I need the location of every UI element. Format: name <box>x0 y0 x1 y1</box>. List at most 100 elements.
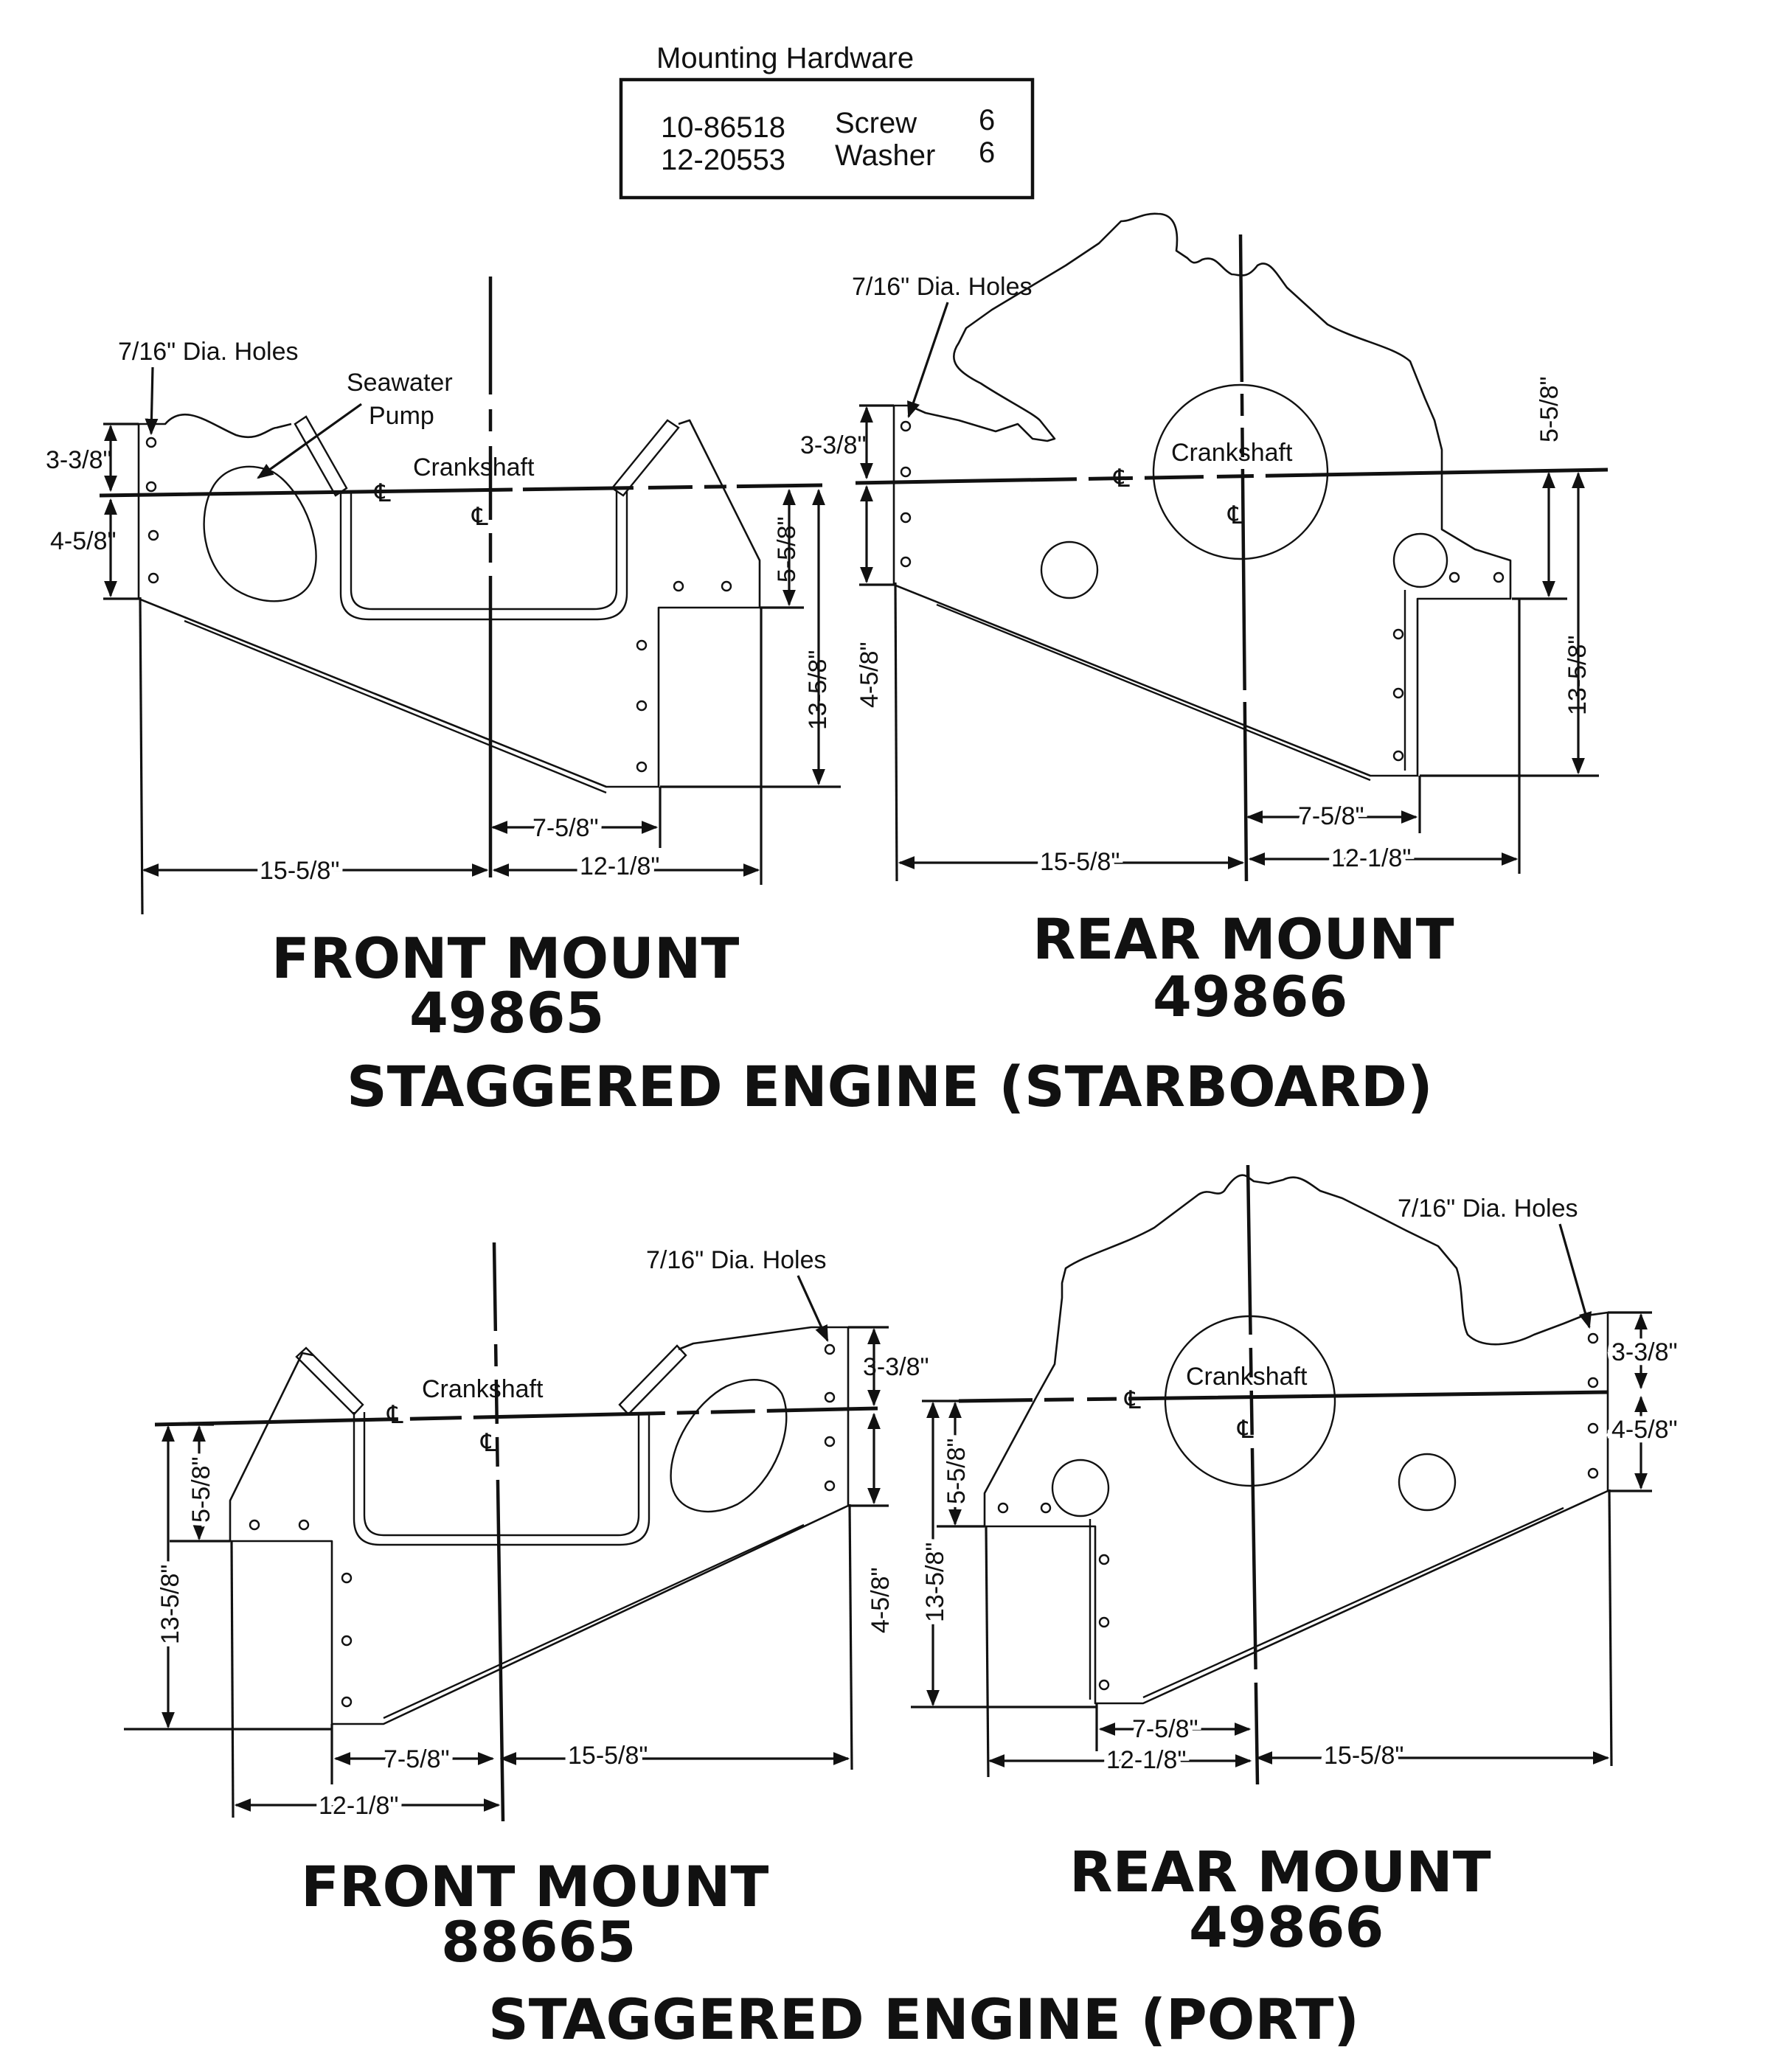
mounting-hole <box>997 1502 1009 1514</box>
extension-line <box>894 582 898 882</box>
hardware-part-number: 10-86518 <box>661 111 785 144</box>
lightening-hole <box>1051 1459 1110 1518</box>
dimension-label: 3-3/8" <box>1611 1338 1678 1366</box>
dimension-label: 7-5/8" <box>1298 802 1364 830</box>
crankshaft-axis-line <box>99 483 823 498</box>
front-mount-plate-outline <box>137 413 761 788</box>
front-mount-right-bracket <box>611 419 680 497</box>
mount-part-number: 49866 <box>1189 1894 1384 1960</box>
mount-part-number: 49865 <box>409 980 604 1046</box>
mounting-hole <box>673 580 684 592</box>
callout-leader <box>907 302 949 419</box>
starboard-front-mount: 3-3/8" 4-5/8" 5-5/8" 13-5/8" 7-5/8" 15-5… <box>46 277 841 1046</box>
centerline-symbol: ℄ <box>480 1429 497 1457</box>
front-mount-lower-edge <box>184 619 607 794</box>
dimension-label: 15-5/8" <box>1040 848 1120 876</box>
dimension-label: 15-5/8" <box>260 857 339 885</box>
centerline-symbol: ℄ <box>1237 1416 1254 1444</box>
lightening-hole <box>1040 540 1099 599</box>
dimension-label: 4-5/8" <box>50 527 117 555</box>
dimension-label: 3-3/8" <box>863 1353 929 1381</box>
hardware-item-name: Washer <box>835 139 935 172</box>
mounting-hole <box>824 1391 836 1403</box>
mounting-hole <box>148 529 159 541</box>
mounting-hole <box>148 572 159 584</box>
mounting-hole <box>1040 1502 1052 1514</box>
mounting-hole <box>145 437 157 448</box>
dimension-label: 12-1/8" <box>1106 1746 1186 1774</box>
mounting-hole <box>900 420 912 432</box>
mount-part-number: 49866 <box>1153 964 1347 1029</box>
seawater-pump-label: Pump <box>369 402 434 430</box>
mounting-hole <box>145 481 157 493</box>
front-mount-opening <box>670 1379 788 1513</box>
extension-line <box>230 1540 235 1818</box>
dimension-label: 5-5/8" <box>1536 376 1564 442</box>
mounting-hole <box>1493 571 1505 583</box>
dimension-label: 13-5/8" <box>1564 636 1592 715</box>
mounting-hole <box>636 700 648 712</box>
mounting-hole <box>721 580 732 592</box>
dimension-label: 4-5/8" <box>856 642 884 708</box>
hardware-item-name: Screw <box>835 107 917 139</box>
front-mount-u-channel <box>353 1412 650 1546</box>
dimension-label: 4-5/8" <box>867 1567 895 1633</box>
starboard-rear-mount: 3-3/8" 4-5/8" 5-5/8" 13-5/8" 7-5/8" 15-5… <box>800 212 1609 1029</box>
centerline <box>1238 234 1249 882</box>
dimension-label: 7-5/8" <box>1132 1715 1198 1743</box>
mount-title: REAR MOUNT <box>1069 1839 1491 1905</box>
mounting-hole <box>1587 1467 1599 1479</box>
centerline-symbol: ℄ <box>374 479 391 507</box>
port-rear-mount: 3-3/8" 4-5/8" 5-5/8" 13-5/8" 7-5/8" 12-1… <box>911 1164 1682 1960</box>
hardware-row: 10-86518 Screw 6 <box>661 104 995 144</box>
mount-title: REAR MOUNT <box>1033 906 1454 972</box>
dimension-label: 15-5/8" <box>568 1742 648 1770</box>
mounting-hole <box>900 512 912 524</box>
port-front-mount: 3-3/8" 4-5/8" 5-5/8" 13-5/8" 7-5/8" 15-5… <box>124 1242 929 1975</box>
lightening-hole <box>1392 532 1448 588</box>
mounting-hole <box>341 1696 353 1708</box>
seawater-pump-label: Seawater <box>347 369 453 397</box>
front-mount-lower-edge <box>383 1523 805 1720</box>
front-mount-plate-outline <box>229 1326 850 1725</box>
front-mount-u-channel-inner <box>363 1412 640 1537</box>
centerline-symbol: ℄ <box>386 1401 403 1429</box>
crankshaft-bore <box>1152 383 1329 560</box>
rear-mount-lower-edge <box>936 603 1371 782</box>
mounting-hole <box>824 1436 836 1447</box>
front-mount-u-channel <box>339 490 628 621</box>
rear-mount-lower-edge <box>1142 1506 1564 1699</box>
holes-callout-label: 7/16" Dia. Holes <box>118 338 299 366</box>
dimension-label: 13-5/8" <box>804 650 832 730</box>
centerline-symbol: ℄ <box>471 503 488 531</box>
mounting-hole <box>341 1635 353 1647</box>
callout-leader <box>1558 1223 1592 1329</box>
centerline-symbol: ℄ <box>1124 1386 1141 1414</box>
mounting-hole <box>1448 571 1460 583</box>
dimension-label: 13-5/8" <box>921 1543 949 1622</box>
mounting-hole <box>1098 1554 1110 1565</box>
dimension-label: 5-5/8" <box>187 1456 215 1523</box>
callout-leader <box>257 403 362 479</box>
rear-mount-plate-outline <box>892 212 1512 777</box>
dimension-label: 5-5/8" <box>943 1438 971 1504</box>
mounting-hole <box>1587 1422 1599 1434</box>
mounting-hole <box>900 556 912 568</box>
mounting-hole <box>1098 1679 1110 1691</box>
mounting-hole <box>900 466 912 478</box>
front-mount-right-bracket <box>618 1344 687 1416</box>
dimension-label: 7-5/8" <box>384 1745 450 1773</box>
holes-callout-label: 7/16" Dia. Holes <box>1398 1195 1578 1223</box>
mounting-hole <box>1392 750 1404 762</box>
extension-line <box>1608 1489 1613 1767</box>
crankshaft-axis-line <box>154 1406 878 1427</box>
holes-callout-label: 7/16" Dia. Holes <box>646 1246 827 1274</box>
callout-leader <box>145 366 159 436</box>
front-mount-left-bracket <box>294 415 348 497</box>
front-mount-left-bracket <box>295 1346 364 1416</box>
hardware-row: 12-20553 Washer 6 <box>661 136 995 176</box>
mounting-hardware-table: Mounting Hardware 10-86518 Screw 6 12-20… <box>619 42 1035 200</box>
mounting-hole <box>636 761 648 773</box>
centerline-symbol: ℄ <box>1113 465 1130 493</box>
